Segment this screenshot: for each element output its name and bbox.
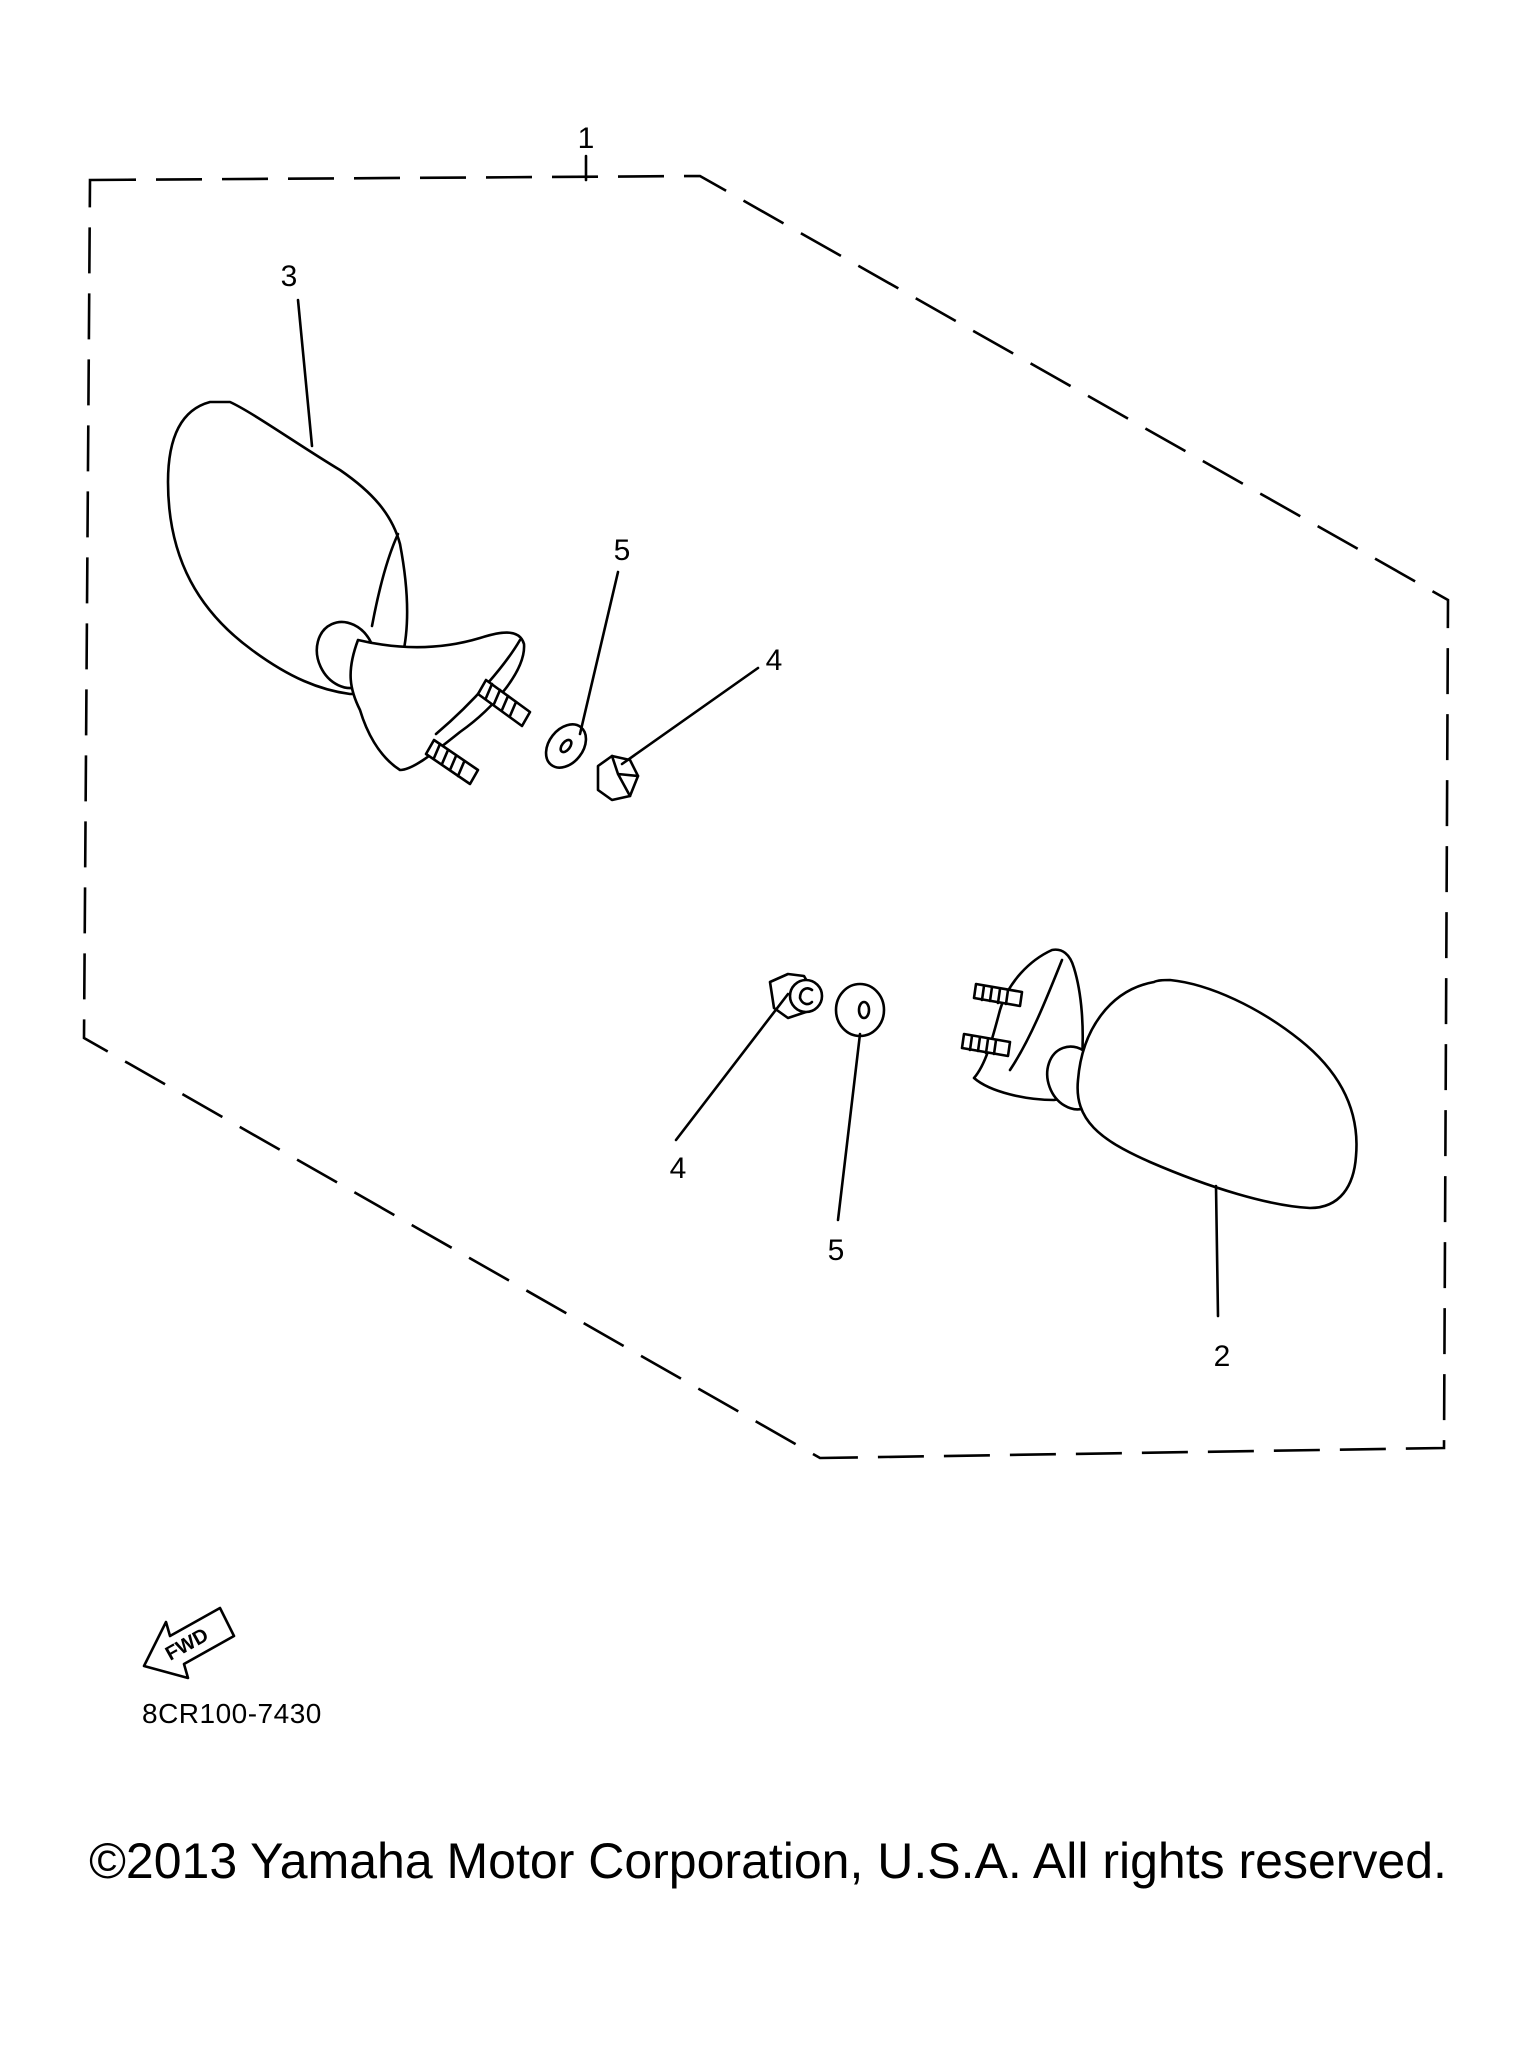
left-mirror (166, 400, 532, 786)
assembly-boundary (82, 174, 1450, 1460)
right-mirror (960, 948, 1358, 1210)
callout-2: 2 (1214, 1340, 1231, 1373)
callout-4-right: 4 (670, 1152, 687, 1185)
washer-left (544, 723, 588, 769)
nut-right (768, 972, 824, 1020)
nut-left (596, 754, 640, 802)
callout-1: 1 (578, 122, 595, 155)
callout-4-left: 4 (766, 644, 783, 677)
callout-3: 3 (281, 260, 298, 293)
leader-lines (296, 154, 1220, 1318)
fwd-arrow-icon: FWD (142, 1606, 236, 1680)
washer-right (834, 982, 886, 1038)
copyright-notice: ©2013 Yamaha Motor Corporation, U.S.A. A… (89, 1833, 1447, 1889)
drawing-code: 8CR100-7430 (142, 1698, 322, 1729)
callout-5-left: 5 (614, 534, 631, 567)
callout-5-right: 5 (828, 1234, 845, 1267)
